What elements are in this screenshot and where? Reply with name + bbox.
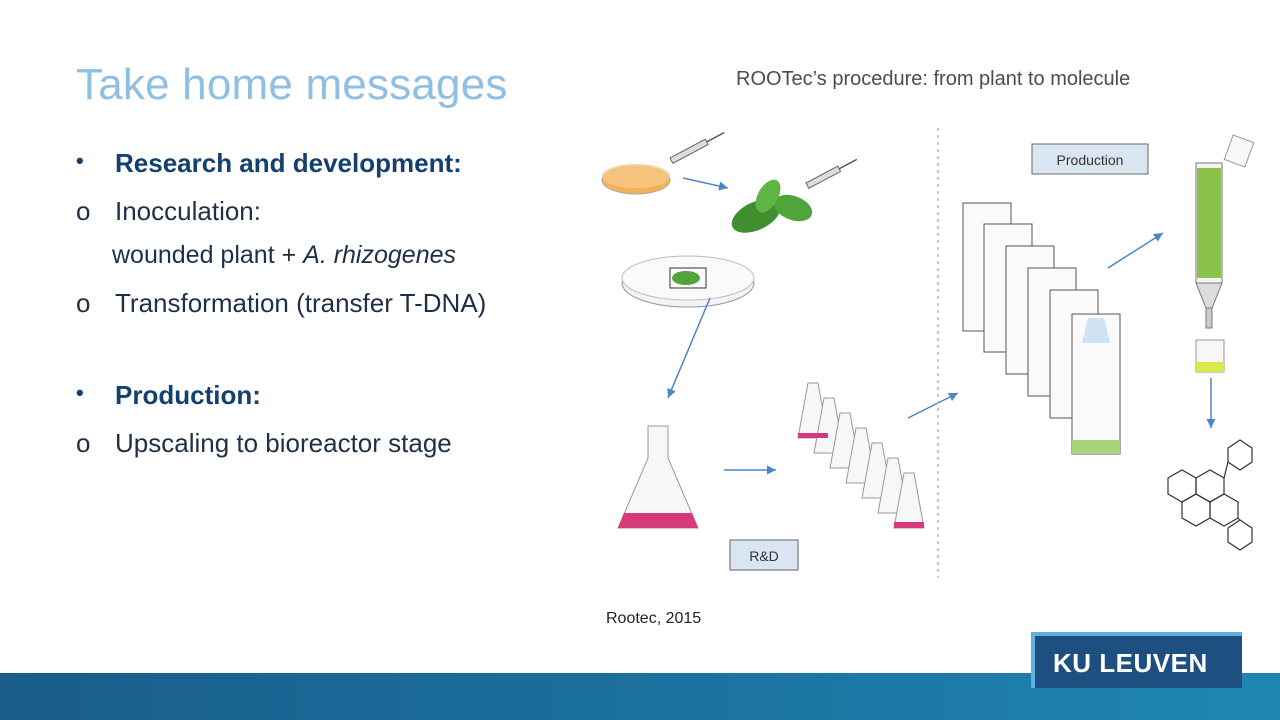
bioreactor-stack-icon: [962, 202, 1121, 455]
petri-dish-icon: [601, 164, 671, 195]
flask-row-icon: [797, 382, 925, 529]
ku-leuven-logo: KU LEUVEN: [1031, 632, 1242, 688]
production-label-box: [1031, 143, 1149, 175]
process-diagram: R&D Production: [588, 108, 1278, 588]
chromatography-column-icon: [1195, 162, 1223, 329]
source-caption: Rootec, 2015: [606, 610, 702, 627]
syringe-icon: [669, 131, 725, 164]
logo-text: KU LEUVEN: [1053, 648, 1208, 678]
flask-icon: [617, 425, 699, 529]
rnd-label-box: [729, 539, 799, 571]
production-label: Production: [1057, 152, 1124, 168]
beaker-icon: [1195, 339, 1225, 373]
slide-title: Take home messages: [76, 60, 508, 109]
leaf-icon: [731, 179, 813, 233]
petri-dish-large-icon: [621, 255, 755, 308]
molecule-structure-icon: [1167, 439, 1253, 551]
syringe-icon: [805, 158, 858, 189]
continuation-line: wounded plant + A. rhizogenes: [112, 241, 457, 269]
figure-title: ROOTec’s procedure: from plant to molecu…: [736, 68, 1131, 90]
beaker-small-icon: [1223, 134, 1255, 168]
rnd-label: R&D: [749, 548, 779, 564]
